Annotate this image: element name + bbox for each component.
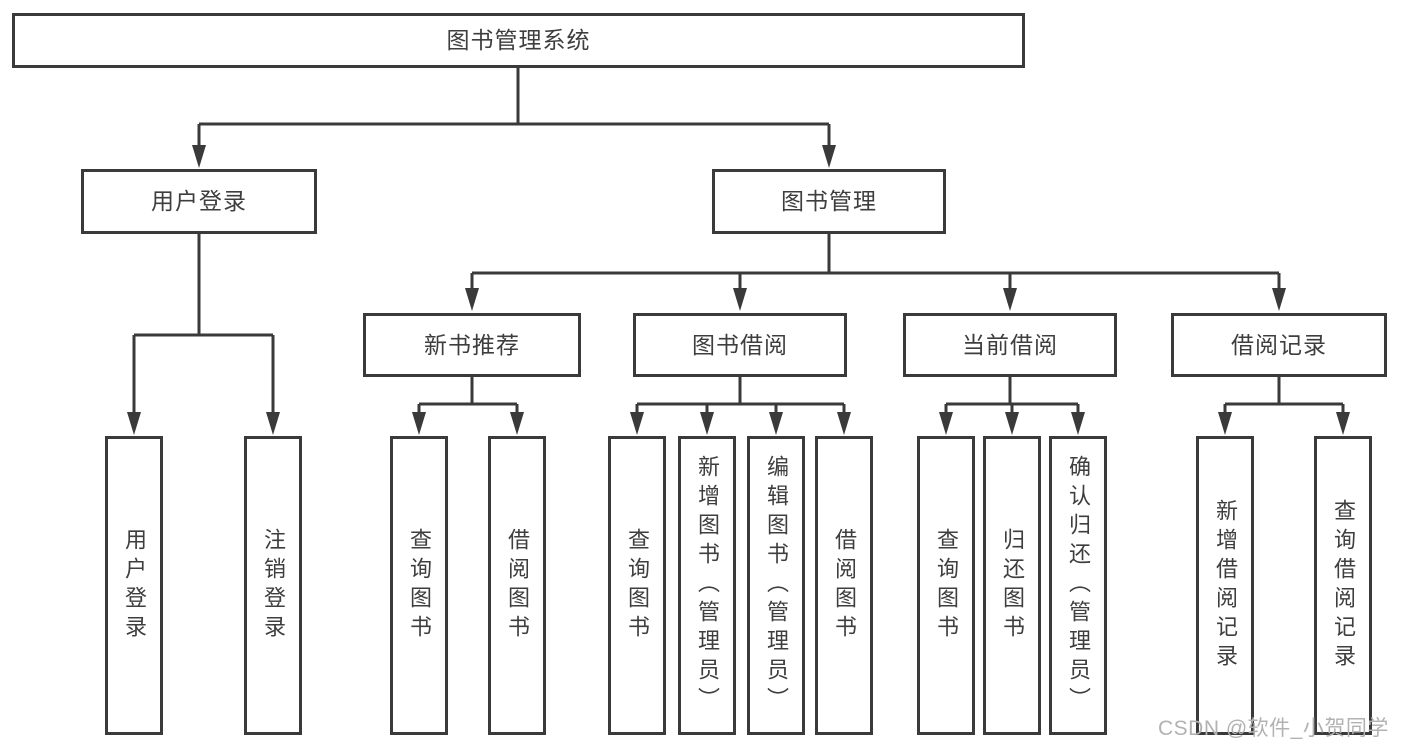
- leaf-borrow-books: 借阅图书: [815, 436, 873, 735]
- csdn-watermark: CSDN @软件_小贺同学: [1158, 717, 1389, 740]
- node-book-management-label: 图书管理: [781, 188, 877, 214]
- leaf-logout: 注销登录: [244, 436, 302, 735]
- leaf-query-borrow-record: 查询借阅记录: [1314, 436, 1372, 735]
- leaf-query-books-borrow: 查询图书: [608, 436, 666, 735]
- leaf-query-books-current-label: 查询图书: [934, 527, 959, 644]
- node-new-book-recommend-label: 新书推荐: [424, 331, 520, 358]
- node-current-borrow: 当前借阅: [903, 313, 1117, 377]
- leaf-edit-books-admin: 编辑图书（管理员）: [747, 436, 805, 735]
- leaf-user-login: 用户登录: [105, 436, 163, 735]
- leaf-return-books-label: 归还图书: [1000, 527, 1025, 644]
- node-book-management: 图书管理: [712, 169, 946, 234]
- leaf-query-borrow-record-label: 查询借阅记录: [1331, 498, 1356, 673]
- leaf-return-books: 归还图书: [983, 436, 1041, 735]
- leaf-confirm-return-admin-label: 确认归还（管理员）: [1066, 455, 1091, 716]
- leaf-confirm-return-admin: 确认归还（管理员）: [1049, 436, 1107, 735]
- leaf-user-login-label: 用户登录: [122, 527, 147, 644]
- leaf-query-books-recommend-label: 查询图书: [407, 527, 432, 644]
- leaf-edit-books-admin-label: 编辑图书（管理员）: [764, 455, 789, 716]
- leaf-add-borrow-record-label: 新增借阅记录: [1213, 498, 1238, 673]
- leaf-query-books-recommend: 查询图书: [390, 436, 448, 735]
- leaf-logout-label: 注销登录: [261, 527, 286, 644]
- leaf-add-books-admin-label: 新增图书（管理员）: [695, 455, 720, 716]
- node-user-login-label: 用户登录: [151, 188, 247, 214]
- node-root-label: 图书管理系统: [446, 27, 591, 53]
- leaf-query-books-current: 查询图书: [917, 436, 975, 735]
- node-root: 图书管理系统: [12, 13, 1025, 68]
- leaf-borrow-books-label: 借阅图书: [832, 527, 857, 644]
- leaf-borrow-books-recommend: 借阅图书: [488, 436, 546, 735]
- leaf-borrow-books-recommend-label: 借阅图书: [505, 527, 530, 644]
- node-book-borrow: 图书借阅: [633, 313, 847, 377]
- node-borrow-records: 借阅记录: [1171, 313, 1387, 377]
- leaf-add-borrow-record: 新增借阅记录: [1196, 436, 1254, 735]
- node-new-book-recommend: 新书推荐: [363, 313, 581, 377]
- leaf-add-books-admin: 新增图书（管理员）: [678, 436, 736, 735]
- node-book-borrow-label: 图书借阅: [692, 331, 788, 358]
- node-current-borrow-label: 当前借阅: [962, 331, 1058, 358]
- node-borrow-records-label: 借阅记录: [1231, 331, 1327, 358]
- leaf-query-books-borrow-label: 查询图书: [625, 527, 650, 644]
- node-user-login: 用户登录: [81, 169, 317, 234]
